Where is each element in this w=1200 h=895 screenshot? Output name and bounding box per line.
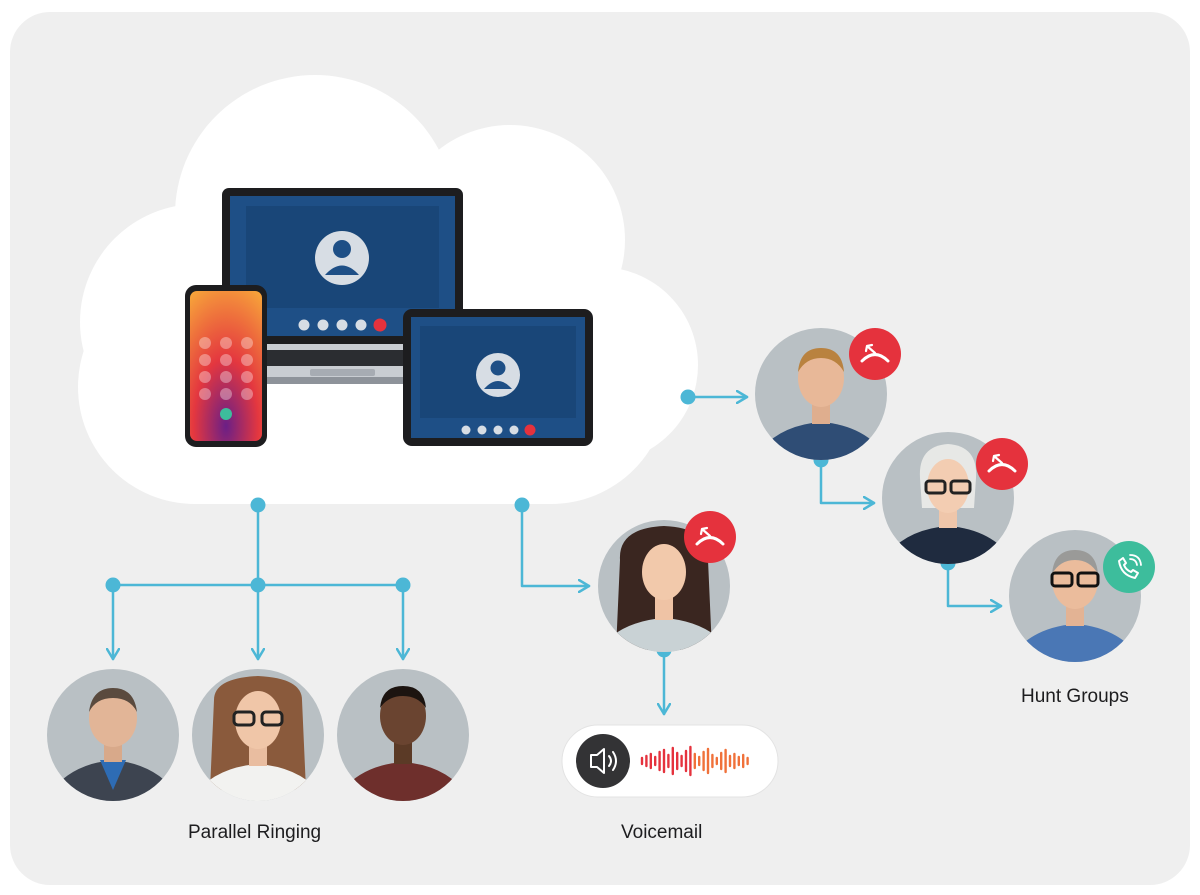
keypad-key xyxy=(241,354,253,366)
keypad-key xyxy=(241,337,253,349)
label-hunt-groups: Hunt Groups xyxy=(1021,686,1129,707)
tablet-call-controls xyxy=(461,424,536,436)
keypad-key xyxy=(199,388,211,400)
accept-call-icon xyxy=(1103,541,1155,593)
voicemail-player xyxy=(561,724,779,798)
label-parallel-ringing: Parallel Ringing xyxy=(188,822,322,843)
avatar-parallel-3 xyxy=(337,669,469,801)
avatar-parallel-1 xyxy=(47,669,179,801)
decline-call-icon xyxy=(684,511,736,563)
avatar-parallel-2 xyxy=(192,669,324,801)
speaker-icon xyxy=(576,734,630,788)
connector-lines xyxy=(113,397,1003,716)
tablet-device xyxy=(403,309,593,446)
hangup-icon xyxy=(373,318,387,332)
decline-call-icon xyxy=(976,438,1028,490)
decline-call-icon xyxy=(849,328,901,380)
avatar-voicemail xyxy=(598,520,730,652)
person-icon xyxy=(476,353,520,397)
keypad-key xyxy=(241,371,253,383)
person-icon xyxy=(315,231,369,285)
label-voicemail: Voicemail xyxy=(621,822,703,843)
waveform-icon xyxy=(640,745,749,777)
keypad-key xyxy=(241,388,253,400)
keypad-key xyxy=(220,371,232,383)
laptop-call-controls xyxy=(298,318,387,332)
keypad-key xyxy=(220,354,232,366)
smartphone-device xyxy=(185,285,267,447)
keypad-key xyxy=(220,388,232,400)
keypad-key xyxy=(199,354,211,366)
keypad-key xyxy=(220,337,232,349)
keypad-key xyxy=(199,337,211,349)
keypad-key xyxy=(199,371,211,383)
